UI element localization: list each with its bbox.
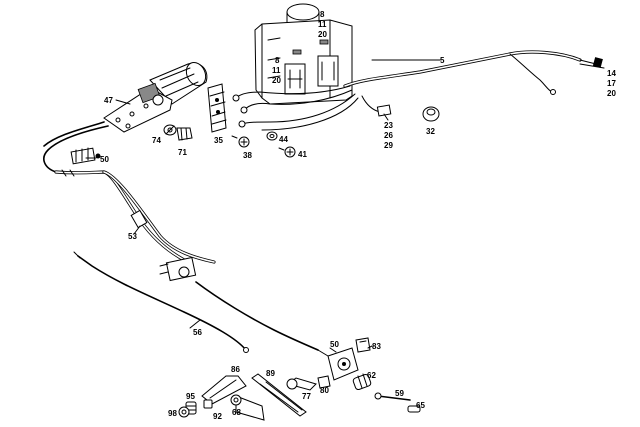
label-reservoir-top-c: 20 bbox=[318, 30, 327, 39]
label-reservoir-side-b: 11 bbox=[272, 66, 281, 75]
label-connector-c: 20 bbox=[607, 89, 616, 98]
label-grommet-b: 26 bbox=[384, 131, 393, 140]
label-reservoir-top-b: 11 bbox=[318, 20, 327, 29]
screw-77 bbox=[286, 377, 317, 391]
drive-tube bbox=[54, 169, 216, 282]
label-cable: 56 bbox=[193, 328, 202, 337]
part-labels: 8 11 20 8 11 20 5 14 17 20 23 26 29 32 4… bbox=[100, 10, 616, 421]
screw-38 bbox=[231, 135, 250, 148]
label-washer-74: 74 bbox=[152, 136, 161, 145]
washer-reservoir bbox=[254, 3, 353, 105]
label-linkage-upper: 50 bbox=[100, 155, 109, 164]
connector-bracket bbox=[207, 83, 227, 133]
label-arm: 86 bbox=[231, 365, 240, 374]
label-reservoir-side-a: 8 bbox=[275, 56, 280, 65]
wiper-motor bbox=[103, 61, 208, 133]
label-nut-98: 98 bbox=[168, 409, 177, 418]
label-motor: 47 bbox=[104, 96, 113, 105]
label-grommet-a: 23 bbox=[384, 121, 393, 130]
label-washer-44: 44 bbox=[279, 135, 288, 144]
label-nut-80: 80 bbox=[320, 386, 329, 395]
label-bracket: 35 bbox=[214, 136, 223, 145]
clip-83 bbox=[355, 337, 371, 353]
label-connector-a: 14 bbox=[607, 69, 616, 78]
wiring-harness bbox=[232, 50, 603, 131]
label-washer-92: 92 bbox=[213, 412, 222, 421]
washer-74 bbox=[163, 124, 177, 136]
label-blade: 89 bbox=[266, 369, 275, 378]
label-end-cap: 65 bbox=[416, 401, 425, 410]
pin-59 bbox=[374, 392, 411, 401]
label-grommet-c: 29 bbox=[384, 141, 393, 150]
nut-71 bbox=[176, 127, 193, 141]
upper-linkage bbox=[43, 121, 109, 173]
drive-cable bbox=[73, 251, 329, 357]
wiper-blade bbox=[235, 373, 307, 421]
bushing-62 bbox=[352, 373, 372, 391]
spacer-68 bbox=[230, 394, 242, 406]
label-connector-b: 17 bbox=[607, 79, 616, 88]
label-linkage-lower: 50 bbox=[330, 340, 339, 349]
label-screw-38: 38 bbox=[243, 151, 252, 160]
label-cap: 32 bbox=[426, 127, 435, 136]
label-tube: 53 bbox=[128, 232, 137, 241]
label-spacer: 68 bbox=[232, 408, 241, 417]
washer-44 bbox=[266, 131, 278, 141]
screw-41 bbox=[278, 146, 296, 158]
nut-98 bbox=[178, 406, 190, 418]
label-screw-77: 77 bbox=[302, 392, 311, 401]
label-harness: 5 bbox=[440, 56, 445, 65]
washer-92 bbox=[203, 399, 213, 409]
nut-80 bbox=[317, 375, 331, 389]
label-reservoir-side-c: 20 bbox=[272, 76, 281, 85]
cap-part bbox=[422, 106, 440, 122]
label-bushing: 62 bbox=[367, 371, 376, 380]
label-pin: 59 bbox=[395, 389, 404, 398]
label-nut-71: 71 bbox=[178, 148, 187, 157]
end-cap-65 bbox=[407, 405, 421, 413]
label-bolt: 95 bbox=[186, 392, 195, 401]
lower-pivot bbox=[327, 347, 359, 381]
leader-lines bbox=[85, 59, 605, 353]
label-screw-41: 41 bbox=[298, 150, 307, 159]
label-reservoir-top-a: 8 bbox=[320, 10, 325, 19]
label-clip: 83 bbox=[372, 342, 381, 351]
